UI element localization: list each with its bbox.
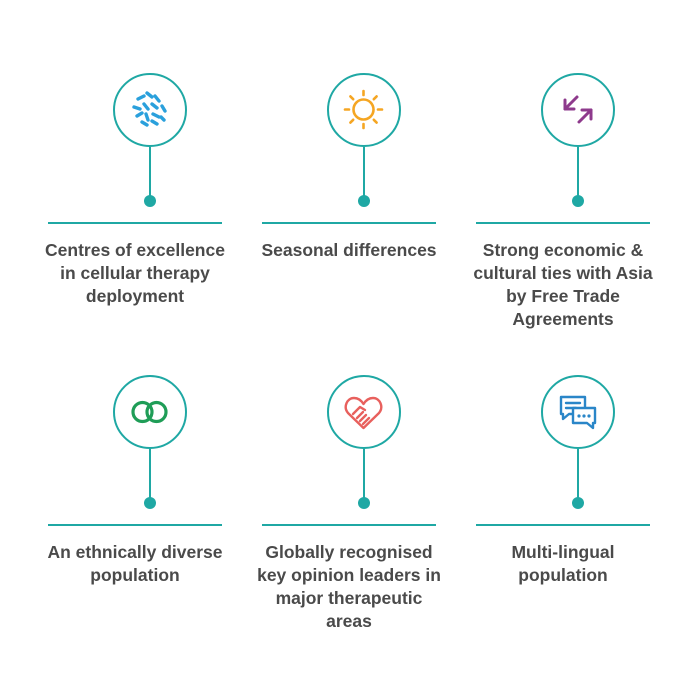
sun-icon: [343, 89, 384, 130]
connector-line: [577, 147, 579, 199]
connector-line: [149, 449, 151, 501]
connector-line: [363, 147, 365, 199]
icon-circle: [113, 73, 187, 147]
divider-rule: [476, 524, 650, 526]
icon-circle: [327, 73, 401, 147]
feature-label: Multi-lingual population: [511, 542, 615, 585]
icon-circle: [113, 375, 187, 449]
icon-circle: [327, 375, 401, 449]
feature-label: An ethnically diverse population: [47, 542, 223, 585]
feature-label: Strong economic & cultural ties with Asi…: [473, 240, 653, 329]
heart-hands-icon: [344, 396, 383, 430]
interlocking-rings-icon: [131, 400, 168, 424]
divider-rule: [262, 222, 436, 224]
connector-dot: [358, 497, 370, 509]
divider-rule: [48, 222, 222, 224]
feature-label: Seasonal differences: [261, 240, 437, 260]
divider-rule: [262, 524, 436, 526]
connector-line: [577, 449, 579, 501]
connector-dot: [144, 195, 156, 207]
divider-rule: [48, 524, 222, 526]
feature-label: Globally recognised key opinion leaders …: [257, 542, 441, 631]
bacteria-icon: [132, 91, 167, 127]
chat-bubbles-icon: [559, 395, 597, 430]
connector-dot: [144, 497, 156, 509]
feature-label: Centres of excellence in cellular therap…: [45, 240, 225, 306]
connector-dot: [358, 195, 370, 207]
icon-circle: [541, 73, 615, 147]
exchange-arrows-icon: [563, 95, 593, 124]
connector-line: [363, 449, 365, 501]
icon-circle: [541, 375, 615, 449]
connector-line: [149, 147, 151, 199]
divider-rule: [476, 222, 650, 224]
connector-dot: [572, 195, 584, 207]
connector-dot: [572, 497, 584, 509]
